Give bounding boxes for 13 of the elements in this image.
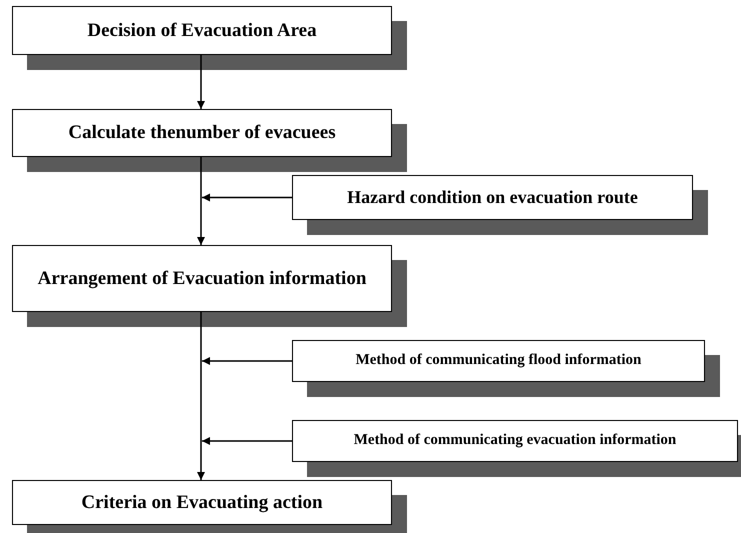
box-label: Method of communicating evacuation information — [354, 432, 676, 450]
box-label: Hazard condition on evacuation route — [347, 187, 638, 208]
box-label: Arrangement of Evacuation information — [38, 268, 366, 290]
arrow — [202, 194, 292, 202]
box-label: Calculate thenumber of evacuees — [68, 122, 336, 144]
arrow — [202, 357, 292, 365]
box-label: Method of communicating flood information — [356, 352, 642, 370]
arrow — [197, 55, 205, 109]
box-label: Criteria on Evacuating action — [81, 492, 323, 514]
arrow — [197, 157, 205, 245]
arrow — [197, 312, 205, 480]
arrow — [202, 437, 292, 445]
box-label: Decision of Evacuation Area — [87, 20, 317, 42]
